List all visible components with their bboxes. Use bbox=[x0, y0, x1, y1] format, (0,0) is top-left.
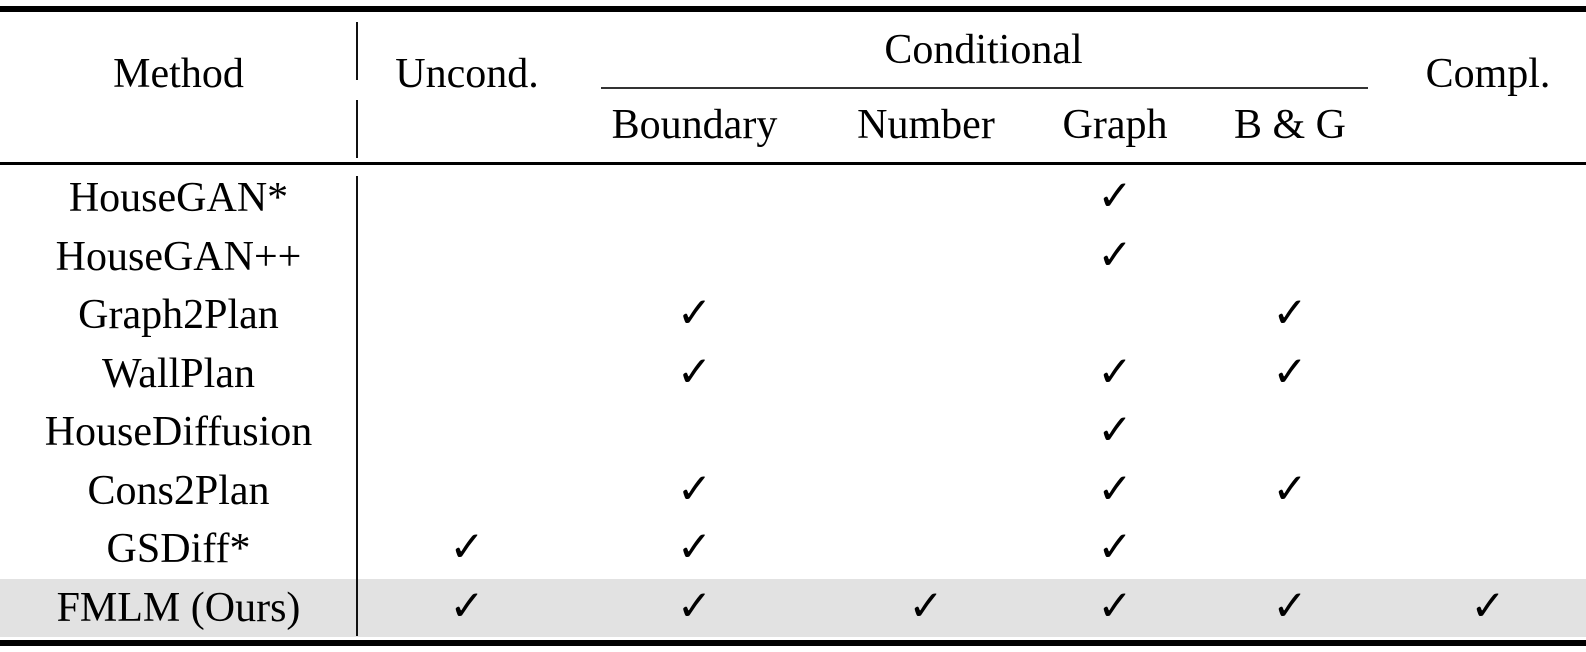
column-header-uncond: Uncond. bbox=[395, 51, 539, 97]
check-cell-uncond: ✓ bbox=[449, 522, 485, 572]
check-cell-compl bbox=[1390, 343, 1586, 402]
method-cell: Graph2Plan bbox=[78, 292, 279, 339]
check-cell-boundary bbox=[577, 401, 812, 460]
check-cell-graph bbox=[1040, 284, 1190, 343]
check-cell-number bbox=[812, 226, 1040, 285]
check-cell-graph: ✓ bbox=[1097, 229, 1133, 279]
check-cell-uncond bbox=[357, 226, 577, 285]
table-row: Cons2Plan ✓ ✓ ✓ bbox=[0, 462, 1586, 521]
check-cell-compl bbox=[1390, 518, 1586, 577]
check-cell-number bbox=[812, 518, 1040, 577]
column-header-compl: Compl. bbox=[1425, 51, 1551, 97]
check-cell-graph: ✓ bbox=[1097, 405, 1133, 455]
method-column-divider bbox=[356, 100, 358, 158]
check-cell-b-and-g: ✓ bbox=[1272, 288, 1308, 338]
method-cell: WallPlan bbox=[102, 350, 255, 397]
check-cell-boundary bbox=[577, 167, 812, 226]
method-cell: HouseGAN* bbox=[68, 175, 289, 222]
check-cell-number bbox=[812, 284, 1040, 343]
bottom-rule bbox=[0, 640, 1586, 646]
check-cell-number bbox=[812, 167, 1040, 226]
check-cell-uncond: ✓ bbox=[449, 580, 485, 630]
check-cell-compl bbox=[1390, 284, 1586, 343]
check-cell-b-and-g: ✓ bbox=[1272, 346, 1308, 396]
method-column-divider bbox=[356, 176, 358, 636]
check-cell-boundary: ✓ bbox=[676, 522, 713, 572]
check-cell-graph: ✓ bbox=[1097, 522, 1133, 572]
conditional-group-rule bbox=[601, 87, 1368, 89]
table-row: Graph2Plan ✓ ✓ bbox=[0, 286, 1586, 345]
check-cell-b-and-g bbox=[1190, 518, 1390, 577]
check-cell-number bbox=[812, 401, 1040, 460]
check-cell-graph: ✓ bbox=[1097, 580, 1133, 630]
check-cell-number bbox=[812, 343, 1040, 402]
check-cell-uncond bbox=[357, 401, 577, 460]
check-cell-boundary: ✓ bbox=[676, 346, 713, 396]
column-header-method: Method bbox=[113, 51, 244, 97]
check-cell-compl: ✓ bbox=[1470, 580, 1506, 630]
table-row: WallPlan ✓ ✓ ✓ bbox=[0, 345, 1586, 404]
check-cell-uncond bbox=[357, 460, 577, 519]
check-cell-b-and-g bbox=[1190, 167, 1390, 226]
check-cell-graph: ✓ bbox=[1097, 463, 1133, 513]
check-cell-boundary: ✓ bbox=[676, 288, 713, 338]
check-cell-boundary: ✓ bbox=[676, 580, 713, 630]
check-cell-b-and-g bbox=[1190, 401, 1390, 460]
check-cell-uncond bbox=[357, 167, 577, 226]
table-row: HouseGAN++ ✓ bbox=[0, 228, 1586, 287]
column-group-header-conditional: Conditional bbox=[884, 27, 1083, 73]
check-cell-b-and-g: ✓ bbox=[1272, 580, 1308, 630]
column-header-b-and-g: B & G bbox=[1233, 102, 1346, 148]
column-header-number: Number bbox=[857, 102, 995, 148]
table-row: HouseGAN* ✓ bbox=[0, 169, 1586, 228]
check-cell-b-and-g bbox=[1190, 226, 1390, 285]
table-row: GSDiff* ✓ ✓ ✓ bbox=[0, 520, 1586, 579]
method-column-divider bbox=[356, 22, 358, 80]
top-rule bbox=[0, 6, 1586, 12]
method-cell: FMLM (Ours) bbox=[56, 584, 301, 631]
table-header: Method Uncond. Conditional Compl. Bounda… bbox=[0, 12, 1586, 162]
method-cell: HouseDiffusion bbox=[44, 409, 313, 456]
table-body: HouseGAN* ✓ HouseGAN++ ✓ Graph2Plan ✓ ✓ … bbox=[0, 169, 1586, 637]
column-header-graph: Graph bbox=[1062, 102, 1168, 148]
check-cell-number: ✓ bbox=[908, 580, 944, 630]
method-cell: HouseGAN++ bbox=[55, 233, 302, 280]
table-row: FMLM (Ours) ✓ ✓ ✓ ✓ ✓ ✓ bbox=[0, 578, 1586, 637]
check-cell-graph: ✓ bbox=[1097, 171, 1133, 221]
check-cell-b-and-g: ✓ bbox=[1272, 463, 1308, 513]
check-cell-boundary bbox=[577, 226, 812, 285]
check-cell-graph: ✓ bbox=[1097, 346, 1133, 396]
table-row: HouseDiffusion ✓ bbox=[0, 403, 1586, 462]
check-cell-boundary: ✓ bbox=[676, 463, 713, 513]
header-body-rule bbox=[0, 162, 1586, 165]
check-cell-compl bbox=[1390, 401, 1586, 460]
check-cell-compl bbox=[1390, 226, 1586, 285]
check-cell-number bbox=[812, 460, 1040, 519]
method-cell: Cons2Plan bbox=[87, 467, 270, 514]
check-cell-compl bbox=[1390, 167, 1586, 226]
check-cell-uncond bbox=[357, 284, 577, 343]
check-cell-compl bbox=[1390, 460, 1586, 519]
column-header-boundary: Boundary bbox=[611, 102, 778, 148]
method-cell: GSDiff* bbox=[106, 526, 251, 573]
check-cell-uncond bbox=[357, 343, 577, 402]
